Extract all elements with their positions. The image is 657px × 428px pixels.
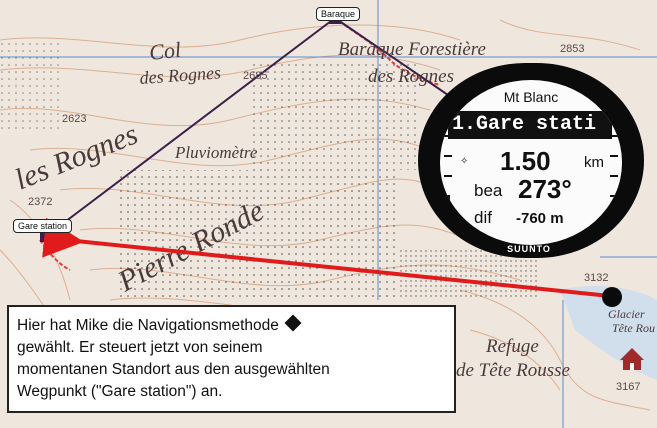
label-glacier: Glacier: [608, 307, 645, 321]
altitude-2685: 2685: [243, 70, 267, 82]
altitude-2623: 2623: [62, 113, 86, 125]
watch-route-title: Mt Blanc: [503, 89, 559, 105]
watch-destination: 1.Gare stati: [448, 111, 612, 139]
caption-box: Hier hat Mike die Navigationsmethode gew…: [7, 305, 456, 413]
watch-bearing-label: bea: [474, 181, 503, 200]
waypoint-tag-gare-station: Gare station: [13, 219, 73, 233]
label-tete-rou: Tête Rou: [612, 321, 655, 335]
hut-icon: [620, 348, 644, 370]
caption-line-4: Wegpunkt ("Gare station") an.: [17, 383, 223, 400]
compass-icon: ✧: [460, 156, 469, 167]
watch-distance: 1.50: [500, 146, 551, 176]
diamond-icon: [284, 314, 302, 332]
left-scale: [442, 135, 456, 235]
label-pluviometre: Pluviomètre: [174, 143, 258, 162]
altitude-2372: 2372: [28, 196, 52, 208]
altitude-2853: 2853: [560, 43, 584, 55]
watch-bearing: 273°: [518, 174, 572, 204]
label-refuge: Refuge: [485, 336, 539, 357]
navigation-arrow: [42, 217, 611, 298]
caption-line-3: momentanen Standort aus den ausgewählten: [17, 361, 330, 378]
label-col: Col: [148, 37, 182, 65]
caption-line-2: gewählt. Er steuert jetzt von seinem: [17, 339, 263, 356]
watch-display: Mt Blanc 1.Gare stati ✧ 1.50 km bea 273°…: [440, 80, 622, 245]
altitude-3132: 3132: [584, 272, 608, 284]
label-des-rognes-right: des Rognes: [368, 66, 454, 87]
watch-distance-unit: km: [584, 154, 604, 171]
label-tete-rousse: de Tête Rousse: [456, 360, 570, 381]
altitude-3167: 3167: [616, 381, 640, 393]
label-baraque-forestiere: Baraque Forestière: [338, 39, 486, 60]
watch-difference-label: dif: [474, 208, 492, 227]
waypoint-tag-baraque: Baraque: [316, 7, 361, 21]
caption-line-1: Hier hat Mike die Navigationsmethode: [17, 317, 279, 334]
position-dot-icon: [602, 287, 622, 307]
right-scale: [606, 135, 620, 235]
watch-brand: SUUNTO: [507, 244, 551, 254]
watch-difference: -760 m: [516, 210, 564, 227]
